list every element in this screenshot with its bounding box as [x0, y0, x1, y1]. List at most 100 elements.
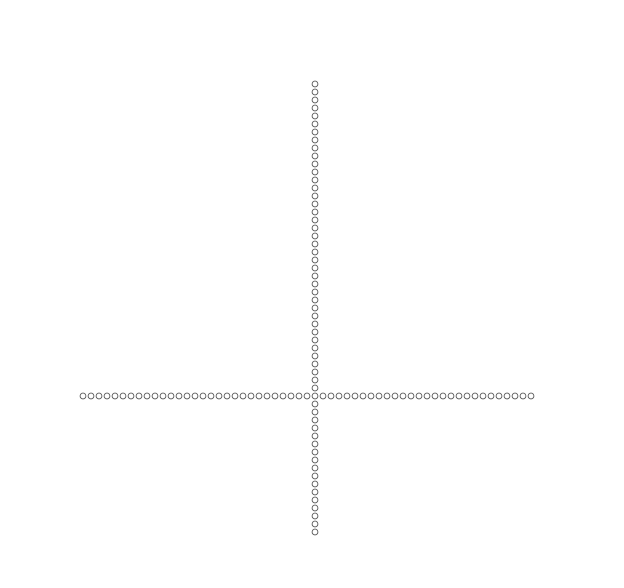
circle-marker: [87, 392, 95, 400]
circle-marker: [311, 480, 319, 488]
circle-marker: [319, 392, 327, 400]
circle-marker: [311, 240, 319, 248]
circle-marker: [311, 360, 319, 368]
circle-marker: [311, 296, 319, 304]
circle-marker: [311, 176, 319, 184]
circle-marker: [111, 392, 119, 400]
circle-marker: [159, 392, 167, 400]
circle-marker: [423, 392, 431, 400]
circle-marker: [231, 392, 239, 400]
circle-marker: [135, 392, 143, 400]
circle-marker: [311, 224, 319, 232]
circle-marker: [527, 392, 535, 400]
circle-marker: [311, 440, 319, 448]
circle-marker: [447, 392, 455, 400]
circle-marker: [311, 464, 319, 472]
circle-marker: [311, 152, 319, 160]
circle-marker: [455, 392, 463, 400]
circle-marker: [311, 352, 319, 360]
circle-marker: [375, 392, 383, 400]
circle-marker: [311, 192, 319, 200]
circle-marker: [311, 376, 319, 384]
vertical-lower-arm: [311, 400, 319, 536]
circle-marker: [519, 392, 527, 400]
circle-marker: [439, 392, 447, 400]
circle-marker: [311, 488, 319, 496]
circle-marker: [311, 424, 319, 432]
circle-marker: [287, 392, 295, 400]
circle-marker: [359, 392, 367, 400]
circle-marker: [311, 336, 319, 344]
circle-marker: [343, 392, 351, 400]
circle-marker: [311, 304, 319, 312]
horizontal-left-arm: [79, 392, 311, 400]
circle-marker: [391, 392, 399, 400]
circle-marker: [247, 392, 255, 400]
circle-marker: [487, 392, 495, 400]
marker-layer: [79, 80, 535, 536]
horizontal-right-arm: [319, 392, 535, 400]
circle-marker: [327, 392, 335, 400]
circle-marker: [415, 392, 423, 400]
circle-marker: [311, 208, 319, 216]
circle-marker: [311, 528, 319, 536]
circle-marker: [311, 408, 319, 416]
circle-marker: [95, 392, 103, 400]
circle-marker: [295, 392, 303, 400]
circle-marker: [311, 504, 319, 512]
circle-marker: [175, 392, 183, 400]
circle-marker: [335, 392, 343, 400]
circle-marker: [271, 392, 279, 400]
circle-marker: [463, 392, 471, 400]
circle-marker: [503, 392, 511, 400]
circle-marker: [311, 456, 319, 464]
circle-marker: [311, 272, 319, 280]
circle-marker: [311, 96, 319, 104]
circle-marker: [279, 392, 287, 400]
circle-marker: [79, 392, 87, 400]
circle-marker: [311, 328, 319, 336]
circle-marker: [311, 216, 319, 224]
circle-marker: [263, 392, 271, 400]
circle-marker: [311, 416, 319, 424]
circle-marker: [311, 344, 319, 352]
circle-marker: [311, 368, 319, 376]
circle-marker: [311, 264, 319, 272]
circle-marker: [223, 392, 231, 400]
circle-marker: [127, 392, 135, 400]
circle-marker: [311, 232, 319, 240]
circle-marker: [207, 392, 215, 400]
circle-marker: [311, 280, 319, 288]
circle-marker: [311, 112, 319, 120]
circle-marker: [383, 392, 391, 400]
circle-marker: [311, 320, 319, 328]
circle-marker: [151, 392, 159, 400]
circle-marker: [183, 392, 191, 400]
circle-marker: [199, 392, 207, 400]
circle-marker: [471, 392, 479, 400]
circle-marker: [311, 80, 319, 88]
circle-marker: [311, 472, 319, 480]
circle-marker: [399, 392, 407, 400]
circle-marker: [495, 392, 503, 400]
circle-marker: [367, 392, 375, 400]
circle-marker: [431, 392, 439, 400]
circle-marker: [311, 432, 319, 440]
circle-marker: [191, 392, 199, 400]
circle-marker: [119, 392, 127, 400]
circle-marker: [103, 392, 111, 400]
circle-marker: [311, 128, 319, 136]
circle-marker: [311, 512, 319, 520]
circle-marker: [311, 88, 319, 96]
circle-marker: [311, 136, 319, 144]
circle-marker: [167, 392, 175, 400]
circle-marker: [239, 392, 247, 400]
circle-marker: [303, 392, 311, 400]
circle-marker: [311, 448, 319, 456]
circle-marker: [311, 184, 319, 192]
circle-marker: [215, 392, 223, 400]
circle-marker: [311, 144, 319, 152]
circle-marker: [311, 248, 319, 256]
